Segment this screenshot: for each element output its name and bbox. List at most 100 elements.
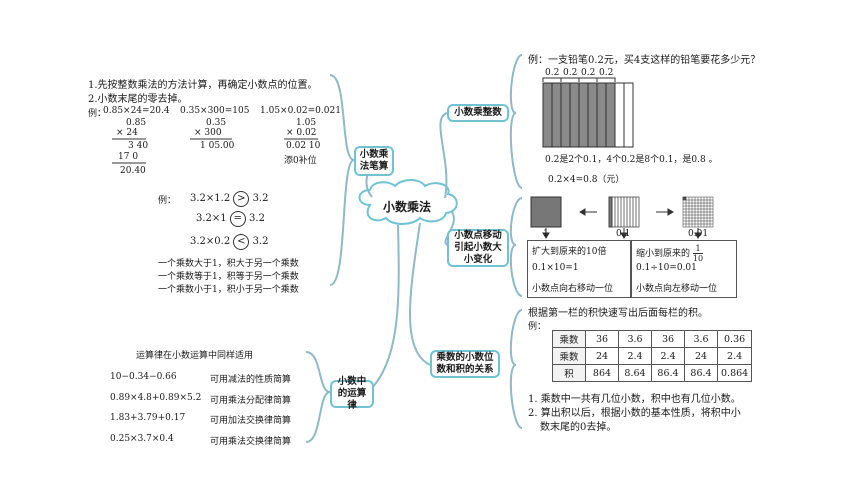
compare-row-1: 3.2×1.2 > 3.2 <box>190 191 268 207</box>
grid-label-1: 1 <box>543 229 549 239</box>
ex1-expr: 0.85×24=20.4 <box>103 106 170 116</box>
tenths-square <box>608 196 640 228</box>
shrink-numerator: 1 <box>692 244 704 254</box>
ex3-result: 0.02 10 <box>286 141 321 151</box>
table-cell: 24 <box>585 347 619 365</box>
table-cell: 36 <box>585 330 619 348</box>
table-row: 积 864 8.64 86.4 86.4 0.864 <box>552 364 753 382</box>
table-cell: 24 <box>684 347 718 365</box>
expand-note: 小数点向右移动一位 <box>532 284 614 294</box>
cmp1-left: 3.2×1.2 <box>190 193 231 204</box>
example-label: 例： <box>88 109 107 119</box>
cmp3-symbol: < <box>233 234 250 250</box>
node-laws[interactable]: 小数中的运算律 <box>330 376 374 411</box>
compare-row-2: 3.2×1 = 3.2 <box>196 211 265 227</box>
ex1-a: 0.85 <box>126 118 147 128</box>
table-row: 乘数 36 3.6 36 3.6 0.36 <box>552 330 753 348</box>
law-tip-3: 可用加法交换律简算 <box>210 416 292 426</box>
rt-question: 例：一支铅笔0.2元，买4支这样的铅笔要花多少元？ <box>528 55 761 66</box>
shrink-eq: 0.1÷10=0.01 <box>636 263 697 273</box>
ex3-note: 添0补位 <box>284 156 317 166</box>
rb-example-label: 例： <box>528 322 547 332</box>
rule-1: 1.先按整数乘法的方法计算，再确定小数点的位置。 <box>88 80 318 91</box>
cmp1-right: 3.2 <box>252 193 269 204</box>
bar-label-2: 0.2 <box>563 68 578 78</box>
grid-arrows <box>542 208 702 239</box>
center-title: 小数乘法 <box>382 199 431 214</box>
laws-heading: 运算律在小数运算中同样适用 <box>136 351 254 361</box>
table-cell: 86.4 <box>684 364 718 382</box>
cmp2-left: 3.2×1 <box>196 213 227 224</box>
bar-label-4: 0.2 <box>599 68 614 78</box>
ex2-b: × 300 <box>194 128 222 138</box>
law-tip-2: 可用乘法分配律简算 <box>210 396 292 406</box>
bar-label-3: 0.2 <box>581 68 596 78</box>
rb-intro: 根据第一栏的积快速写出后面每栏的积。 <box>528 308 708 319</box>
compare-row-3: 3.2×0.2 < 3.2 <box>190 234 268 250</box>
table-cell: 86.4 <box>651 364 685 382</box>
center-cloud-shape <box>358 179 458 225</box>
node-point-move[interactable]: 小数点移动引起小数大小变化 <box>447 229 509 267</box>
table-cell: 36 <box>651 330 685 348</box>
table-cell: 864 <box>585 364 619 382</box>
cmp2-symbol: = <box>229 211 246 227</box>
expand-eq: 0.1×10=1 <box>532 263 579 273</box>
rt-answer: 0.2×4=0.8（元） <box>548 175 625 185</box>
shrink-denominator: 10 <box>692 254 704 263</box>
node-decimal-times-int[interactable]: 小数乘整数 <box>447 104 509 122</box>
bar-model <box>542 77 634 148</box>
ex2-result: 1 05.00 <box>200 141 235 151</box>
table-cell: 乘数 <box>552 330 586 348</box>
rb-note-2: 2. 算出积以后，根据小数的基本性质，将积中小 <box>528 408 741 419</box>
table-cell: 2.4 <box>651 347 685 365</box>
node-decimal-written[interactable]: 小数乘法笔算 <box>354 146 394 176</box>
rule-b: 一个乘数等于1，积等于另一个乘数 <box>158 272 299 282</box>
unit-square <box>530 196 562 228</box>
grid-label-3: 0.01 <box>688 229 709 239</box>
ex1-result: 20.40 <box>120 166 146 176</box>
law-expr-3: 1.83+3.79+0.17 <box>110 413 186 423</box>
ex3-expr: 1.05×0.02=0.021 <box>260 106 341 116</box>
ex3-a: 1.05 <box>296 118 317 128</box>
shrink-fraction: 1 10 <box>692 244 704 263</box>
rb-note-3: 数末尾的0去掉。 <box>540 422 617 433</box>
rule-c: 一个乘数小于1，积小于另一个乘数 <box>158 285 299 295</box>
ex1-p1: 3 40 <box>128 141 149 151</box>
cmp1-symbol: > <box>233 191 250 207</box>
table-cell: 3.6 <box>618 330 652 348</box>
law-expr-4: 0.25×3.7×0.4 <box>110 434 174 444</box>
factor-table: 乘数 36 3.6 36 3.6 0.36 乘数 24 2.4 2.4 24 2… <box>552 330 753 382</box>
cmp3-left: 3.2×0.2 <box>190 236 231 247</box>
shrink-title-prefix: 缩小到原来的 <box>636 249 691 259</box>
table-cell: 2.4 <box>618 347 652 365</box>
law-tip-4: 可用乘法交换律简算 <box>210 437 292 447</box>
table-cell: 积 <box>552 364 586 382</box>
table-cell: 乘数 <box>552 347 586 365</box>
shrink-box: 缩小到原来的 1 10 0.1÷10=0.01 小数点向左移动一位 <box>631 240 737 298</box>
bar-label-1: 0.2 <box>545 68 560 78</box>
compare-label: 例： <box>158 196 177 206</box>
ex2-a: 0.35 <box>206 118 227 128</box>
table-cell: 3.6 <box>684 330 718 348</box>
grid-label-2: 0.1 <box>616 229 631 239</box>
expand-title: 扩大到原来的10倍 <box>532 247 607 257</box>
table-cell: 8.64 <box>618 364 652 382</box>
law-expr-2: 0.89×4.8+0.89×5.2 <box>110 393 202 403</box>
law-expr-1: 10−0.34−0.66 <box>110 372 177 382</box>
table-cell: 0.864 <box>716 364 753 382</box>
table-cell: 2.4 <box>716 347 753 365</box>
table-cell: 0.36 <box>716 330 753 348</box>
table-row: 乘数 24 2.4 2.4 24 2.4 <box>552 347 753 365</box>
cmp3-right: 3.2 <box>252 236 269 247</box>
rule-a: 一个乘数大于1，积大于另一个乘数 <box>158 259 299 269</box>
ex1-p2: 17 0 <box>118 152 139 162</box>
ex1-b: × 24 <box>116 128 138 138</box>
law-tip-1: 可用减法的性质简算 <box>210 375 292 385</box>
ex3-b: × 0.02 <box>286 128 317 138</box>
shrink-title: 缩小到原来的 1 10 <box>636 244 704 263</box>
vertical-mult-lines <box>112 138 318 164</box>
rule-2: 2.小数末尾的零去掉。 <box>88 94 188 105</box>
node-factor-digits[interactable]: 乘数的小数位数和积的关系 <box>430 350 500 378</box>
hundredths-square <box>682 196 714 228</box>
